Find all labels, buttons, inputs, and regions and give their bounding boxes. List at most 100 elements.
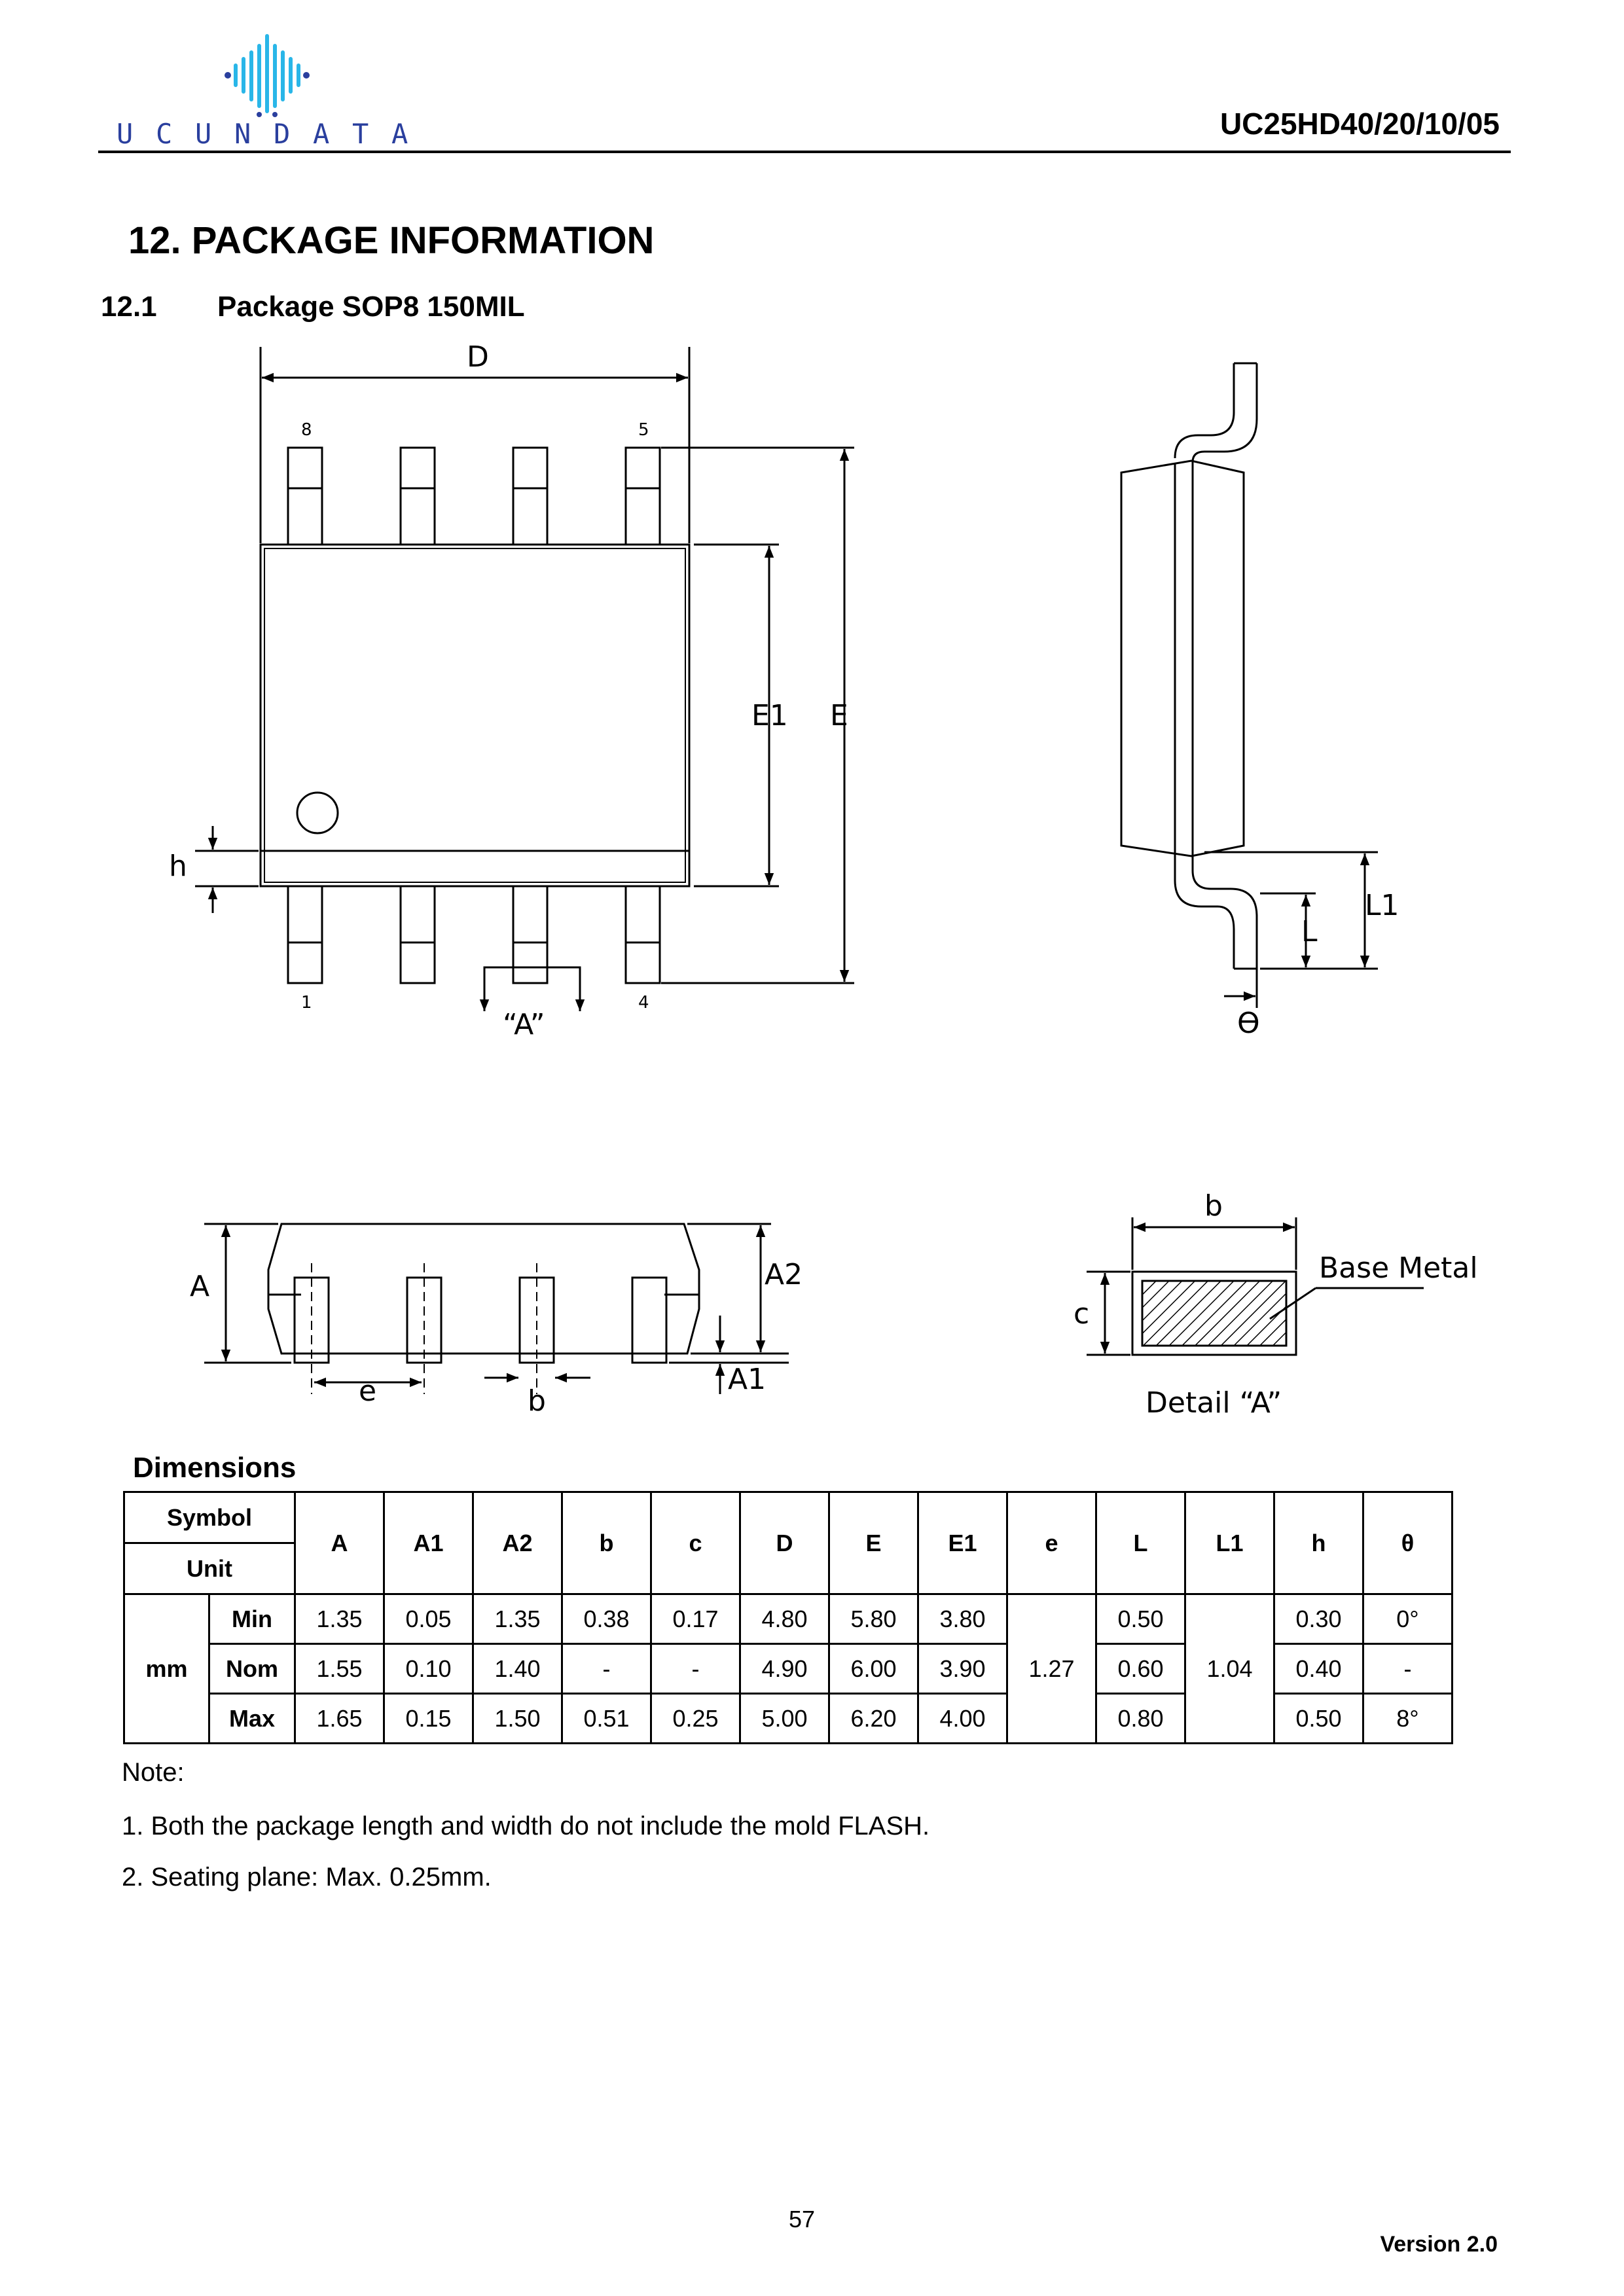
label-A: A [190, 1270, 209, 1303]
col-header: A [294, 1491, 385, 1595]
pin1-marker [296, 791, 339, 834]
label-E1: E1 [751, 699, 788, 732]
table-cell: 0.50 [1273, 1693, 1364, 1744]
table-cell: 1.50 [472, 1693, 563, 1744]
table-cell: 0° [1362, 1593, 1453, 1645]
table-header-row: Symbol A A1 A2 b c D E E1 e L L1 h θ [123, 1491, 1453, 1595]
table-cell: 1.55 [294, 1643, 385, 1695]
table-cell: 4.00 [917, 1693, 1008, 1744]
pin-3 [512, 885, 549, 984]
col-header: e [1006, 1491, 1097, 1595]
label-E: E [830, 699, 848, 732]
lead-bottom [1174, 854, 1235, 969]
table-cell: 1.35 [472, 1593, 563, 1645]
page-number: 57 [789, 2206, 816, 2233]
table-cell: 5.00 [739, 1693, 830, 1744]
table-cell: 0.05 [383, 1593, 474, 1645]
base-metal-hatch [1141, 1280, 1288, 1347]
logo-letter: D [274, 118, 291, 150]
logo-letter: N [234, 118, 251, 150]
table-cell: 4.80 [739, 1593, 830, 1645]
col-header: L1 [1184, 1491, 1275, 1595]
unit-header: Unit [123, 1542, 296, 1595]
label-h: h [169, 850, 187, 883]
package-drawing: D E1 E h 8 5 1 4 “A” L L1 Ɵ A A2 A1 e b … [169, 340, 1478, 1420]
label-detail-b: b [1204, 1189, 1223, 1223]
table-cell: 0.10 [383, 1643, 474, 1695]
table-row: Max 1.65 0.15 1.50 0.51 0.25 5.00 6.20 4… [124, 1693, 1453, 1744]
label-e: e [359, 1374, 376, 1408]
pin-1 [287, 885, 323, 984]
logo-letter: U [117, 118, 134, 150]
label-A1: A1 [728, 1363, 766, 1396]
table-cell: 4.90 [739, 1643, 830, 1695]
pin-6 [512, 446, 549, 546]
col-header: θ [1362, 1491, 1453, 1595]
table-cell: 3.80 [917, 1593, 1008, 1645]
version-label: Version 2.0 [1380, 2232, 1498, 2257]
col-header: b [561, 1491, 652, 1595]
label-D: D [467, 340, 489, 374]
col-header: c [650, 1491, 741, 1595]
dimensions-table: Symbol A A1 A2 b c D E E1 e L L1 h θ Uni… [123, 1491, 1453, 1744]
label-pin8: 8 [301, 420, 312, 440]
table-cell: 1.40 [472, 1643, 563, 1695]
table-cell: 0.51 [561, 1693, 652, 1744]
logo-letter: T [352, 118, 369, 150]
pin-7 [399, 446, 436, 546]
table-row: Nom 1.55 0.10 1.40 - - 4.90 6.00 3.90 0.… [124, 1643, 1453, 1695]
header-divider [98, 151, 1511, 153]
row-label: Nom [208, 1643, 296, 1695]
row-label: Max [208, 1693, 296, 1744]
label-A-detail-ref: “A” [503, 1008, 545, 1041]
subsection-number: 12.1 [101, 291, 157, 323]
note-item: 2. Seating plane: Max. 0.25mm. [122, 1863, 492, 1892]
label-pin4: 4 [638, 993, 649, 1013]
col-header: E [828, 1491, 919, 1595]
unit-cell: mm [123, 1593, 210, 1744]
label-pin5: 5 [638, 420, 649, 440]
pin-2 [399, 885, 436, 984]
label-detail-caption: Detail “A” [1146, 1386, 1282, 1420]
table-cell: 0.80 [1095, 1693, 1186, 1744]
package-body-top-view [259, 543, 691, 888]
col-header: D [739, 1491, 830, 1595]
logo-waveform-icon [225, 34, 310, 117]
col-header: E1 [917, 1491, 1008, 1595]
table-cell: - [1362, 1643, 1453, 1695]
detail-lead-section [1131, 1270, 1297, 1356]
table-cell: 6.20 [828, 1693, 919, 1744]
table-cell: 1.65 [294, 1693, 385, 1744]
label-base-metal: Base Metal [1319, 1251, 1478, 1285]
table-cell: 0.50 [1095, 1593, 1186, 1645]
table-cell: - [650, 1643, 741, 1695]
pin-8 [287, 446, 323, 546]
logo-letter: U [195, 118, 212, 150]
lead-front-4 [631, 1276, 668, 1364]
col-header: L [1095, 1491, 1186, 1595]
label-theta: Ɵ [1237, 1007, 1260, 1040]
subsection-title: Package SOP8 150MIL [217, 291, 525, 323]
label-L: L [1301, 915, 1318, 948]
logo-letter: A [391, 118, 408, 150]
logo [98, 26, 439, 157]
table-cell: 0.40 [1273, 1643, 1364, 1695]
logo-letter: C [156, 118, 173, 150]
label-detail-c: c [1074, 1297, 1089, 1331]
pin-4 [624, 885, 661, 984]
label-L1: L1 [1365, 889, 1399, 922]
symbol-header: Symbol [123, 1491, 296, 1544]
col-header: h [1273, 1491, 1364, 1595]
row-label: Min [208, 1593, 296, 1645]
table-cell: 6.00 [828, 1643, 919, 1695]
label-pin1: 1 [301, 993, 312, 1013]
lead-top [1174, 363, 1235, 459]
table-cell: 8° [1362, 1693, 1453, 1744]
pin-5 [624, 446, 661, 546]
notes-heading: Note: [122, 1758, 185, 1787]
label-b: b [528, 1384, 546, 1418]
col-header: A2 [472, 1491, 563, 1595]
package-body-front-view [267, 1223, 700, 1355]
table-cell: 0.15 [383, 1693, 474, 1744]
package-body-side-view [1120, 459, 1245, 857]
